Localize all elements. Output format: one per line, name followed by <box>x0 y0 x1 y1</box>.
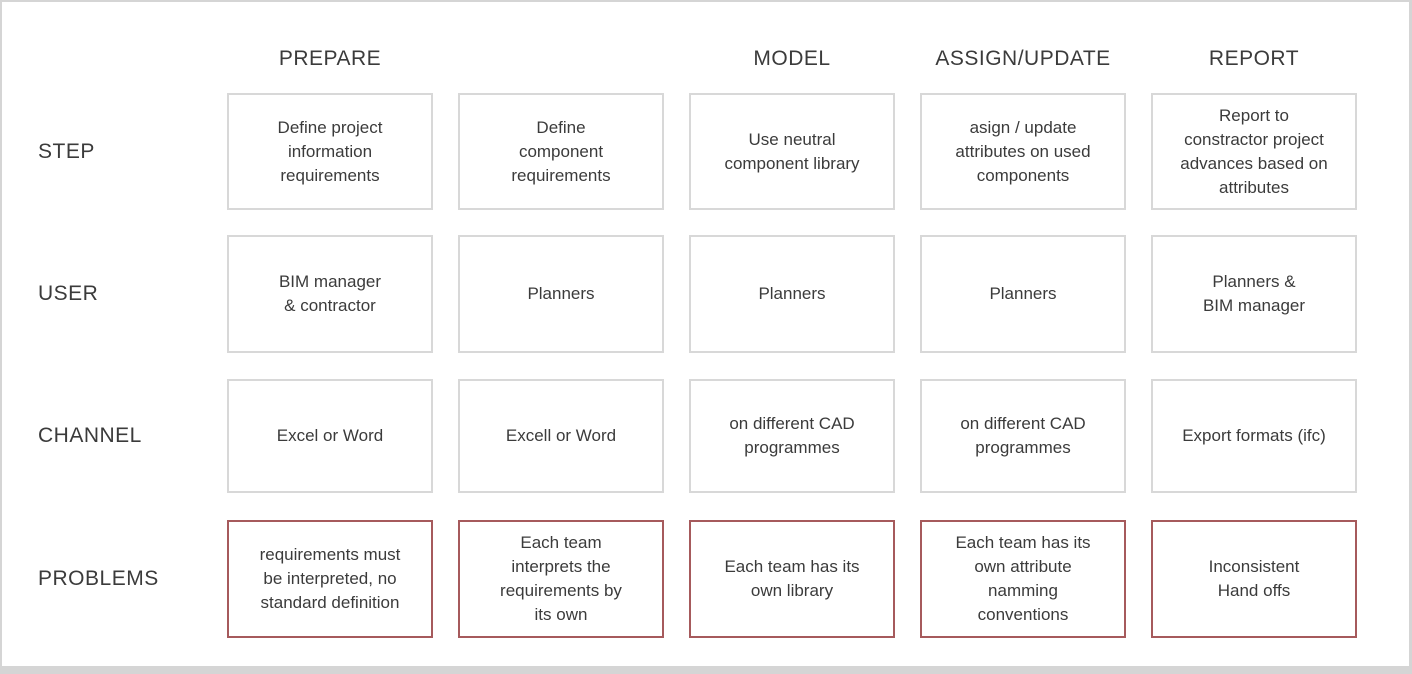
cell-step-2: Define component requirements <box>458 93 664 210</box>
phase-header-row: PREPARE MODEL ASSIGN/UPDATE REPORT <box>2 2 1409 93</box>
cell-problems-3: Each team has its own library <box>689 520 895 638</box>
cell-user-2: Planners <box>458 235 664 353</box>
row-channel: CHANNEL Excel or Word Excell or Word on … <box>2 379 1409 493</box>
cell-problems-1: requirements must be interpreted, no sta… <box>227 520 433 638</box>
phase-header-empty <box>458 71 664 93</box>
phase-header-model: MODEL <box>753 47 831 70</box>
cell-user-4: Planners <box>920 235 1126 353</box>
cell-channel-3: on different CAD programmes <box>689 379 895 493</box>
cell-step-4: asign / update attributes on used compon… <box>920 93 1126 210</box>
cell-channel-2: Excell or Word <box>458 379 664 493</box>
cell-channel-4: on different CAD programmes <box>920 379 1126 493</box>
cell-problems-4: Each team has its own attribute namming … <box>920 520 1126 638</box>
row-step: STEP Define project information requirem… <box>2 93 1409 210</box>
cell-step-1: Define project information requirements <box>227 93 433 210</box>
phase-header-assign-update: ASSIGN/UPDATE <box>935 47 1111 70</box>
cell-step-5: Report to constractor project advances b… <box>1151 93 1357 210</box>
row-label-step: STEP <box>38 139 95 163</box>
cell-problems-5: Inconsistent Hand offs <box>1151 520 1357 638</box>
row-label-user: USER <box>38 282 99 305</box>
row-label-channel: CHANNEL <box>38 424 142 447</box>
row-user: USER BIM manager & contractor Planners P… <box>2 235 1409 353</box>
phase-header-prepare: PREPARE <box>278 47 382 70</box>
cell-user-3: Planners <box>689 235 895 353</box>
row-label-problems: PROBLEMS <box>38 567 159 590</box>
cell-step-3: Use neutral component library <box>689 93 895 210</box>
cell-channel-1: Excel or Word <box>227 379 433 493</box>
cell-user-5: Planners & BIM manager <box>1151 235 1357 353</box>
row-problems: PROBLEMS requirements must be interprete… <box>2 520 1409 638</box>
cell-channel-5: Export formats (ifc) <box>1151 379 1357 493</box>
cell-problems-2: Each team interprets the requirements by… <box>458 520 664 638</box>
phase-header-report: REPORT <box>1208 47 1300 70</box>
cell-user-1: BIM manager & contractor <box>227 235 433 353</box>
